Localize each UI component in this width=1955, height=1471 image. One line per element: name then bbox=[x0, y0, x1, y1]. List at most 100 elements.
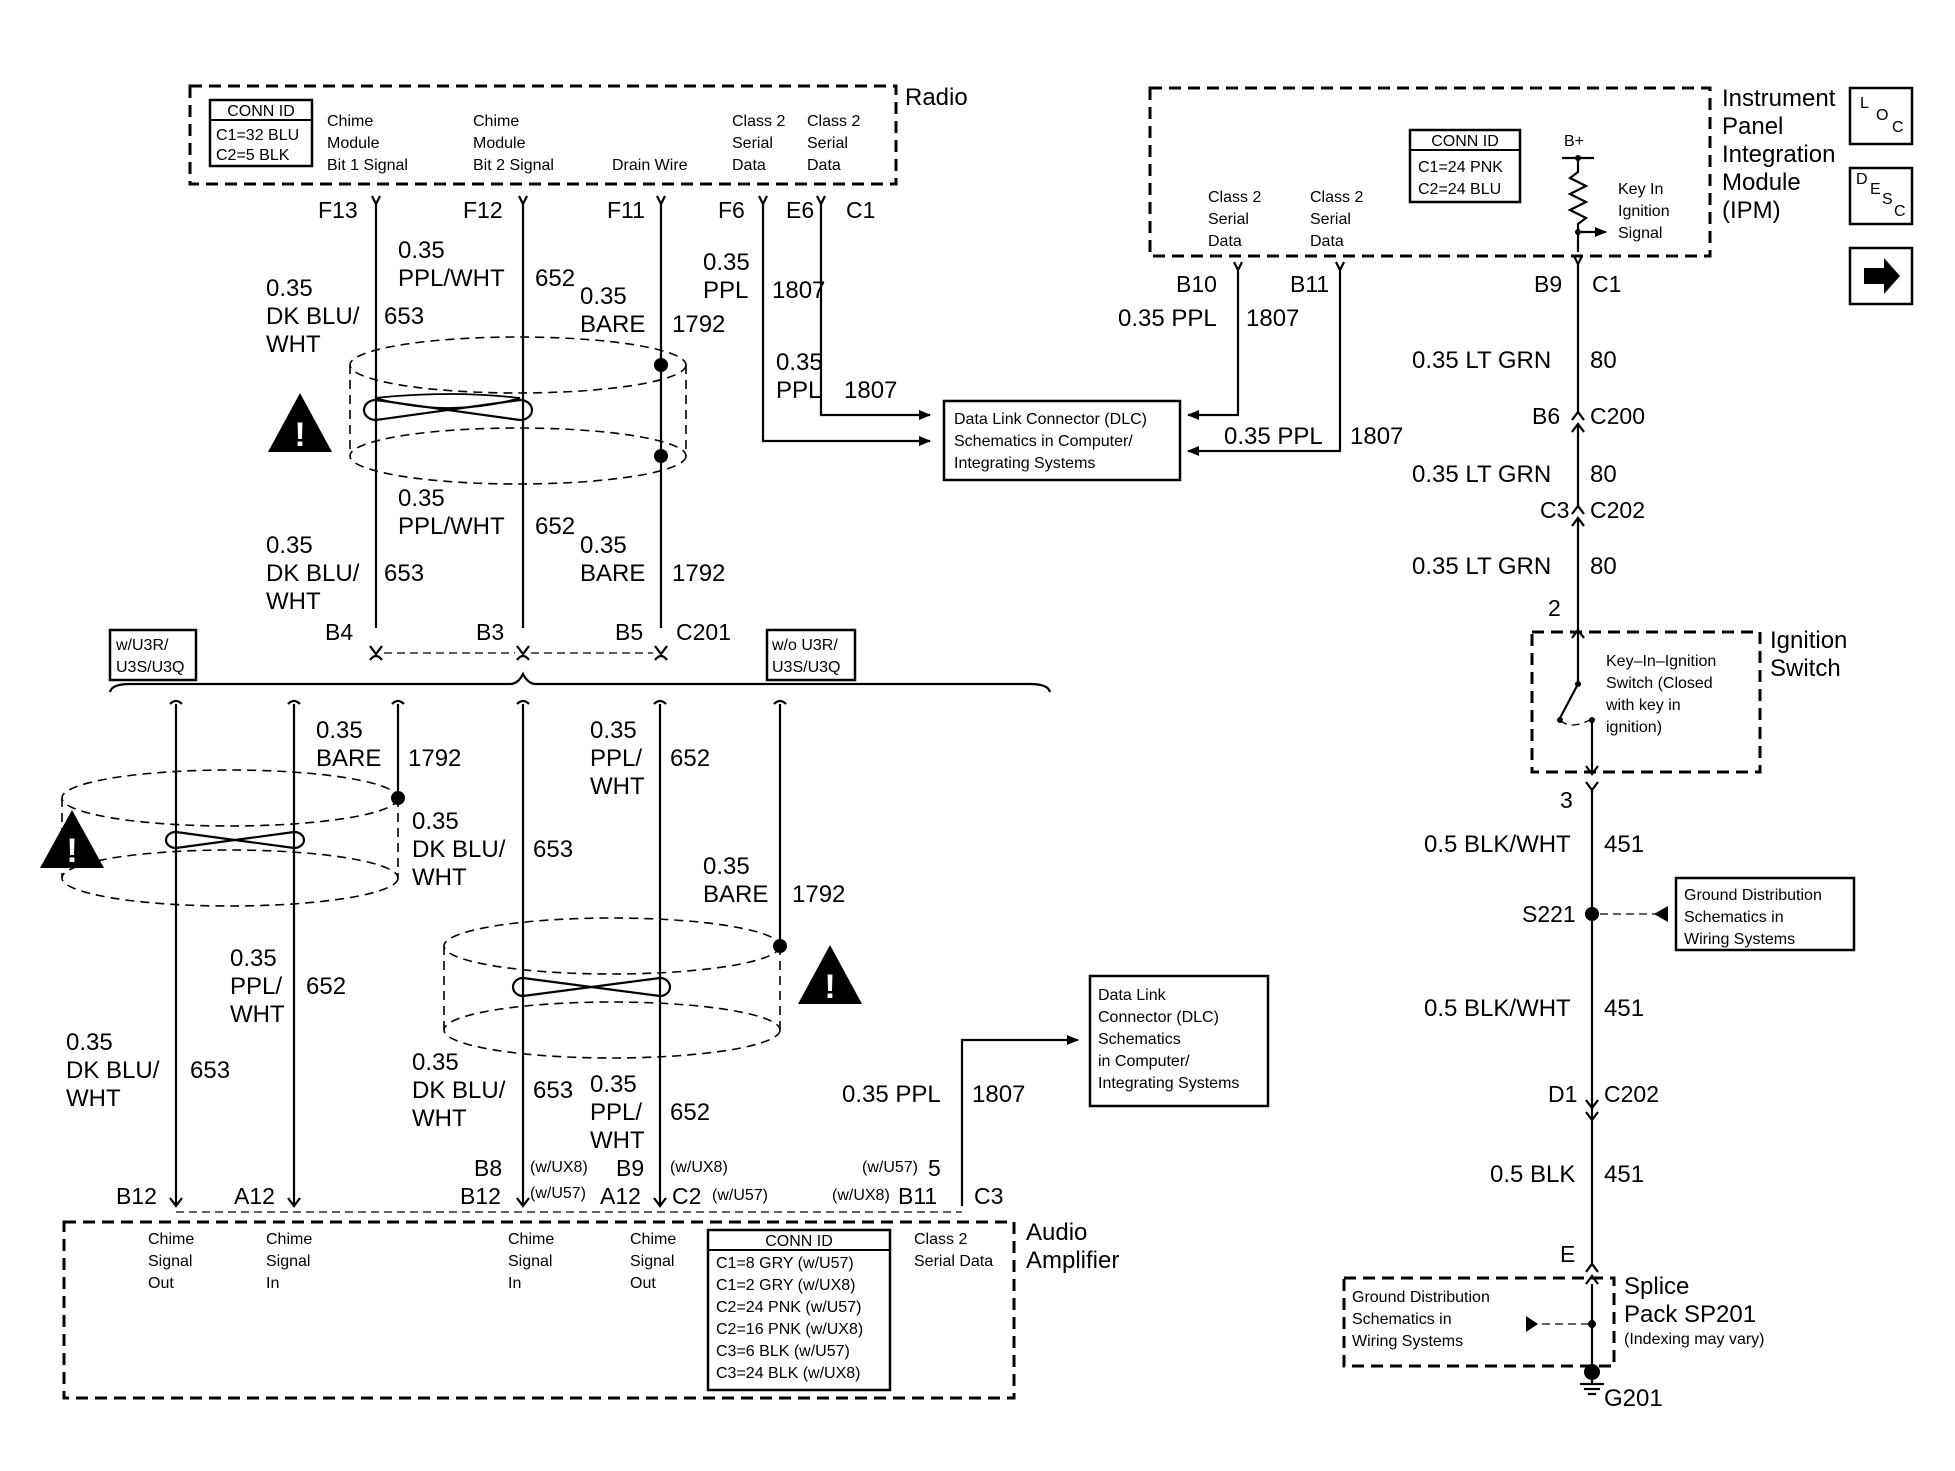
dlc-line: Schematics bbox=[1098, 1031, 1181, 1048]
ipm-conn-title: CONN ID bbox=[1431, 133, 1499, 150]
ipm-name: Module bbox=[1722, 169, 1801, 196]
wire-gauge: 0.35 bbox=[580, 532, 627, 559]
wire-gauge-color: 0.35 LT GRN bbox=[1412, 553, 1551, 580]
loc-letter: O bbox=[1876, 107, 1888, 124]
wire-gauge-color: 0.35 LT GRN bbox=[1412, 347, 1551, 374]
ipm-pin-label: Serial bbox=[1208, 211, 1249, 228]
splice-pack-name: Pack SP201 bbox=[1624, 1301, 1756, 1328]
ipm-pin: C1 bbox=[1592, 271, 1621, 297]
dlc-reference-box-2[interactable]: Data Link Connector (DLC) Schematics in … bbox=[1088, 974, 1270, 1108]
loc-button[interactable]: L O C bbox=[1848, 86, 1914, 146]
option-label: w/o U3R/ bbox=[771, 637, 838, 654]
ipm-pin-label: Ignition bbox=[1618, 203, 1670, 220]
switch-contact-icon bbox=[1559, 683, 1579, 719]
ipm-pin-label: Signal bbox=[1618, 225, 1662, 242]
amp-conn-title: CONN ID bbox=[765, 1233, 833, 1250]
amp-conn-line: C1=2 GRY (w/UX8) bbox=[716, 1277, 855, 1294]
circuit-number: 451 bbox=[1604, 1161, 1644, 1188]
radio-pin-label: Serial bbox=[732, 135, 773, 152]
amp-option: (w/UX8) bbox=[530, 1159, 588, 1176]
radio-pin-label: Data bbox=[732, 157, 766, 174]
desc-button[interactable]: D E S C bbox=[1848, 166, 1914, 226]
warning-icon: ! bbox=[40, 810, 104, 870]
connector-name: C202 bbox=[1604, 1081, 1659, 1107]
ipm-pin-label: Class 2 bbox=[1208, 189, 1261, 206]
ground-distribution-box[interactable]: Ground Distribution Schematics in Wiring… bbox=[1674, 876, 1856, 952]
wire-color: DK BLU/ bbox=[66, 1057, 160, 1084]
splice-name: S221 bbox=[1522, 901, 1576, 927]
amp-pin: A12 bbox=[234, 1183, 275, 1209]
circuit-number: 80 bbox=[1590, 461, 1617, 488]
loc-letter: L bbox=[1860, 95, 1869, 112]
arrow-right-icon bbox=[1864, 258, 1900, 294]
wire-gauge: 0.35 bbox=[412, 808, 459, 835]
switch-name: Switch bbox=[1770, 655, 1841, 682]
wire-color: DK BLU/ bbox=[266, 303, 360, 330]
warning-icon: ! bbox=[268, 393, 332, 454]
amp-option: (w/UX8) bbox=[832, 1187, 890, 1204]
radio-pin: F13 bbox=[318, 197, 358, 223]
svg-text:!: ! bbox=[294, 416, 305, 454]
ground-box-line: Schematics in bbox=[1684, 909, 1784, 926]
next-button[interactable] bbox=[1848, 246, 1914, 306]
circuit-number: 652 bbox=[670, 1099, 710, 1126]
option-with-box: w/U3R/ U3S/U3Q bbox=[108, 628, 198, 682]
radio-module: Radio CONN ID C1=32 BLU C2=5 BLK Chime M… bbox=[188, 84, 968, 223]
wire-gauge: 0.35 bbox=[580, 283, 627, 310]
dlc-line: Integrating Systems bbox=[954, 455, 1095, 472]
audio-amplifier: Audio Amplifier B12 A12 B8 B12 (w/UX8) (… bbox=[62, 1155, 1119, 1400]
splice-pack-note: (Indexing may vary) bbox=[1624, 1331, 1765, 1348]
ipm-pin: B10 bbox=[1176, 271, 1217, 297]
dlc-reference-box[interactable]: Data Link Connector (DLC) Schematics in … bbox=[942, 399, 1182, 482]
circuit-number: 653 bbox=[190, 1057, 230, 1084]
ipm-pin-label: Data bbox=[1208, 233, 1242, 250]
c201-pin: B3 bbox=[476, 619, 504, 645]
amp-conn-line: C2=16 PNK (w/UX8) bbox=[716, 1321, 863, 1338]
circuit-number: 1807 bbox=[1246, 305, 1299, 332]
amp-conn-line: C3=6 BLK (w/U57) bbox=[716, 1343, 850, 1360]
bplus-label: B+ bbox=[1564, 133, 1584, 150]
ipm-pin-label: Serial bbox=[1310, 211, 1351, 228]
wire-gauge: 0.35 bbox=[266, 532, 313, 559]
wire-color: BARE bbox=[580, 311, 645, 338]
amp-name: Audio bbox=[1026, 1219, 1087, 1246]
circuit-number: 80 bbox=[1590, 553, 1617, 580]
radio-pin: F6 bbox=[718, 197, 745, 223]
radio-pin-label: Module bbox=[327, 135, 380, 152]
wire-gauge-color: 0.35 PPL bbox=[1118, 305, 1217, 332]
wire-gauge: 0.35 bbox=[266, 275, 313, 302]
option-label: U3S/U3Q bbox=[116, 659, 184, 676]
option-label: w/U3R/ bbox=[115, 637, 169, 654]
wire-color: WHT bbox=[590, 1127, 645, 1154]
ignition-switch-box bbox=[1530, 630, 1762, 774]
amp-pin: C2 bbox=[672, 1183, 701, 1209]
amp-pin-label: Chime bbox=[148, 1231, 194, 1248]
desc-letter: E bbox=[1870, 181, 1881, 198]
circuit-number: 1807 bbox=[844, 377, 897, 404]
radio-pin-label: Serial bbox=[807, 135, 848, 152]
radio-pin: E6 bbox=[786, 197, 814, 223]
circuit-number: 1807 bbox=[972, 1081, 1025, 1108]
radio-pin-label: Bit 1 Signal bbox=[327, 157, 408, 174]
wire-color: PPL bbox=[776, 377, 821, 404]
ground-box-line: Ground Distribution bbox=[1684, 887, 1822, 904]
radio-pin-label: Bit 2 Signal bbox=[473, 157, 554, 174]
ipm-name: Integration bbox=[1722, 141, 1835, 168]
option-without-box: w/o U3R/ U3S/U3Q bbox=[765, 628, 857, 682]
desc-letter: S bbox=[1882, 191, 1893, 208]
wire-gauge: 0.35 bbox=[398, 237, 445, 264]
radio-pin-label: Class 2 bbox=[807, 113, 860, 130]
wire-gauge-color: 0.35 LT GRN bbox=[1412, 461, 1551, 488]
ipm-pin: B9 bbox=[1534, 271, 1562, 297]
circuit-number: 1792 bbox=[672, 311, 725, 338]
circuit-number: 652 bbox=[535, 265, 575, 292]
circuit-number: 451 bbox=[1604, 995, 1644, 1022]
wire-gauge-color: 0.35 PPL bbox=[1224, 423, 1323, 450]
amp-pin-label: Signal bbox=[508, 1253, 552, 1270]
wire-color: DK BLU/ bbox=[412, 836, 506, 863]
amp-name: Amplifier bbox=[1026, 1247, 1119, 1274]
circuit-number: 652 bbox=[670, 745, 710, 772]
switch-desc: Key–In–Ignition bbox=[1606, 653, 1716, 670]
wire-gauge-color: 0.5 BLK bbox=[1490, 1161, 1575, 1188]
ground-icon bbox=[1580, 1372, 1604, 1396]
